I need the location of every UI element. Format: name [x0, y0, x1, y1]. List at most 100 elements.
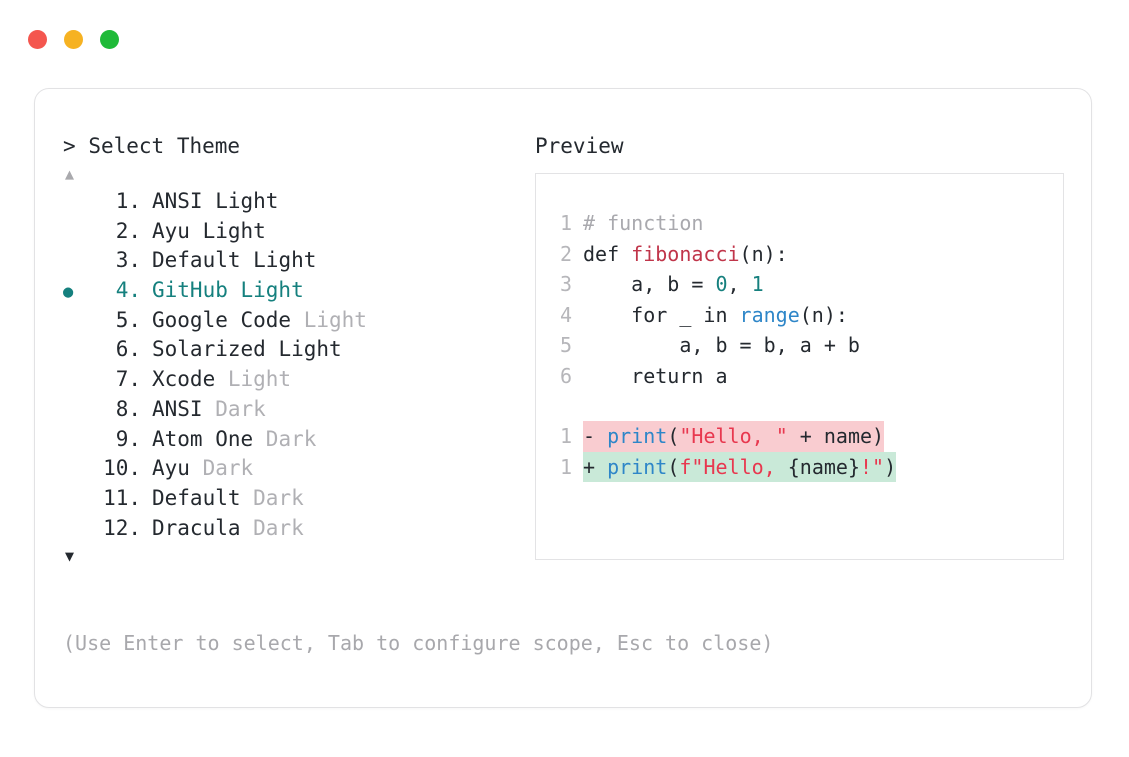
theme-item-name: Default	[152, 248, 241, 273]
theme-list-item[interactable]: 5.Google Code Light	[63, 306, 533, 336]
code-line: 2 def fibonacci(n):	[558, 239, 1063, 270]
theme-picker-panel: > Select Theme ▲ 1. ANSI Light 2. Ayu Light…	[34, 88, 1092, 708]
line-number: 2	[559, 241, 572, 266]
theme-item-variant: Light	[265, 337, 342, 362]
code-line: 3 a, b = 0, 1	[558, 269, 1063, 300]
theme-item-name: GitHub	[152, 278, 228, 303]
theme-list-item[interactable]: 3. Default Light	[63, 246, 533, 276]
code-token: {name}	[787, 454, 860, 479]
theme-item-index: 9.	[115, 426, 141, 451]
window-traffic-lights	[28, 30, 119, 49]
theme-item-name: Default	[152, 485, 241, 510]
theme-item-variant: Dark	[240, 515, 304, 540]
theme-list-item[interactable]: 11.Default Dark	[63, 484, 533, 514]
code-token: for _ in	[583, 302, 740, 327]
theme-item-variant: Light	[189, 218, 266, 243]
selected-bullet-icon: ●	[63, 282, 74, 303]
theme-item-index: 6.	[115, 337, 141, 362]
diff-sample: 1- print("Hello, " + name)1 + print(f"Hel…	[558, 421, 1063, 482]
diff-sign: -	[583, 424, 608, 448]
code-token: 0	[715, 272, 728, 296]
code-token: "Hello, "	[679, 424, 788, 448]
code-token: # function	[583, 211, 704, 235]
theme-item-name: Solarized	[152, 337, 266, 362]
code-token: a, b = b, a + b	[583, 333, 860, 357]
theme-list-item[interactable]: ● 4. GitHub Light	[63, 276, 533, 306]
theme-item-variant: Light	[227, 278, 304, 303]
theme-item-name: Google Code	[152, 307, 292, 332]
theme-list-item[interactable]: 1. ANSI Light	[63, 187, 533, 217]
theme-list-column: > Select Theme ▲ 1. ANSI Light 2. Ayu Light…	[63, 131, 533, 569]
code-token: !"	[859, 454, 885, 479]
theme-item-variant: Light	[202, 189, 279, 213]
code-token: fibonacci	[631, 241, 740, 266]
diff-line-content: + print(f"Hello, {name}!")	[583, 451, 897, 482]
code-token: 1	[751, 272, 764, 296]
theme-item-name: Dracula	[152, 515, 241, 540]
scroll-up-arrow-icon[interactable]: ▲	[65, 165, 75, 183]
theme-item-name: ANSI	[152, 396, 203, 421]
line-number: 1	[559, 211, 572, 235]
theme-item-name: Ayu	[152, 218, 190, 243]
code-line: 5 a, b = b, a + b	[558, 330, 1063, 361]
theme-item-name: Atom One	[152, 426, 254, 451]
code-token: (n):	[799, 302, 848, 327]
maximize-dot[interactable]	[100, 30, 119, 49]
page-title-text	[76, 134, 89, 158]
theme-item-variant: Light	[291, 307, 367, 332]
code-token: print	[607, 454, 668, 479]
code-line: 1 # function	[558, 208, 1063, 239]
code-line-content: return a	[583, 361, 728, 392]
code-token: print	[607, 424, 668, 448]
page-title: > Select Theme	[63, 131, 533, 161]
code-token: )	[884, 454, 897, 479]
code-token: def	[583, 241, 632, 266]
line-number: 3	[559, 272, 572, 296]
code-token: (	[667, 454, 680, 479]
keyboard-hint: (Use Enter to select, Tab to configure s…	[63, 631, 774, 655]
theme-item-index: 7.	[115, 367, 141, 392]
panel-columns: > Select Theme ▲ 1. ANSI Light 2. Ayu Light…	[35, 89, 1091, 707]
code-line-content: def fibonacci(n):	[583, 239, 788, 270]
diff-line-added: 1 + print(f"Hello, {name}!")	[558, 451, 1063, 482]
theme-item-index: 4.	[115, 278, 141, 303]
theme-list-item[interactable]: 6. Solarized Light	[63, 335, 533, 365]
diff-line-removed: 1- print("Hello, " + name)	[558, 421, 1063, 452]
code-token: ,	[727, 272, 752, 296]
theme-item-index: 2.	[115, 218, 141, 243]
theme-item-variant: Dark	[253, 426, 317, 451]
code-token: + name)	[787, 424, 885, 448]
theme-item-index: 1.	[115, 189, 141, 213]
theme-item-variant: Dark	[189, 456, 254, 481]
theme-list-item[interactable]: 12.Dracula Dark	[63, 514, 533, 544]
line-number: 6	[559, 363, 572, 388]
minimize-dot[interactable]	[64, 30, 83, 49]
code-token: f"Hello,	[679, 454, 788, 479]
theme-item-variant: Dark	[240, 485, 304, 510]
prompt-title: Select Theme	[88, 134, 241, 158]
prompt-caret-icon: >	[63, 134, 76, 158]
code-line: 6 return a	[558, 361, 1063, 392]
code-gap	[558, 391, 1063, 421]
theme-list-item[interactable]: 9. Atom One Dark	[63, 425, 533, 455]
code-line-content: for _ in range(n):	[583, 300, 848, 331]
scroll-down-arrow-icon[interactable]: ▼	[65, 547, 75, 566]
theme-item-variant: Light	[240, 248, 317, 273]
close-dot[interactable]	[28, 30, 47, 49]
theme-list-item[interactable]: 8.ANSI Dark	[63, 395, 533, 425]
theme-list-item[interactable]: 2. Ayu Light	[63, 217, 533, 247]
code-token: (	[667, 424, 680, 448]
theme-item-variant: Light	[215, 367, 292, 392]
theme-item-index: 3.	[115, 248, 141, 273]
code-line-content: # function	[583, 208, 703, 239]
line-number: 1	[559, 454, 572, 479]
theme-list-item[interactable]: 7. Xcode Light	[63, 365, 533, 395]
code-line: 4 for _ in range(n):	[558, 300, 1063, 331]
theme-list-item[interactable]: 10.Ayu Dark	[63, 454, 533, 484]
theme-item-name: ANSI	[152, 189, 203, 213]
theme-item-name: Xcode	[152, 367, 216, 392]
code-token: a, b =	[583, 272, 716, 296]
code-token: return a	[583, 363, 728, 388]
